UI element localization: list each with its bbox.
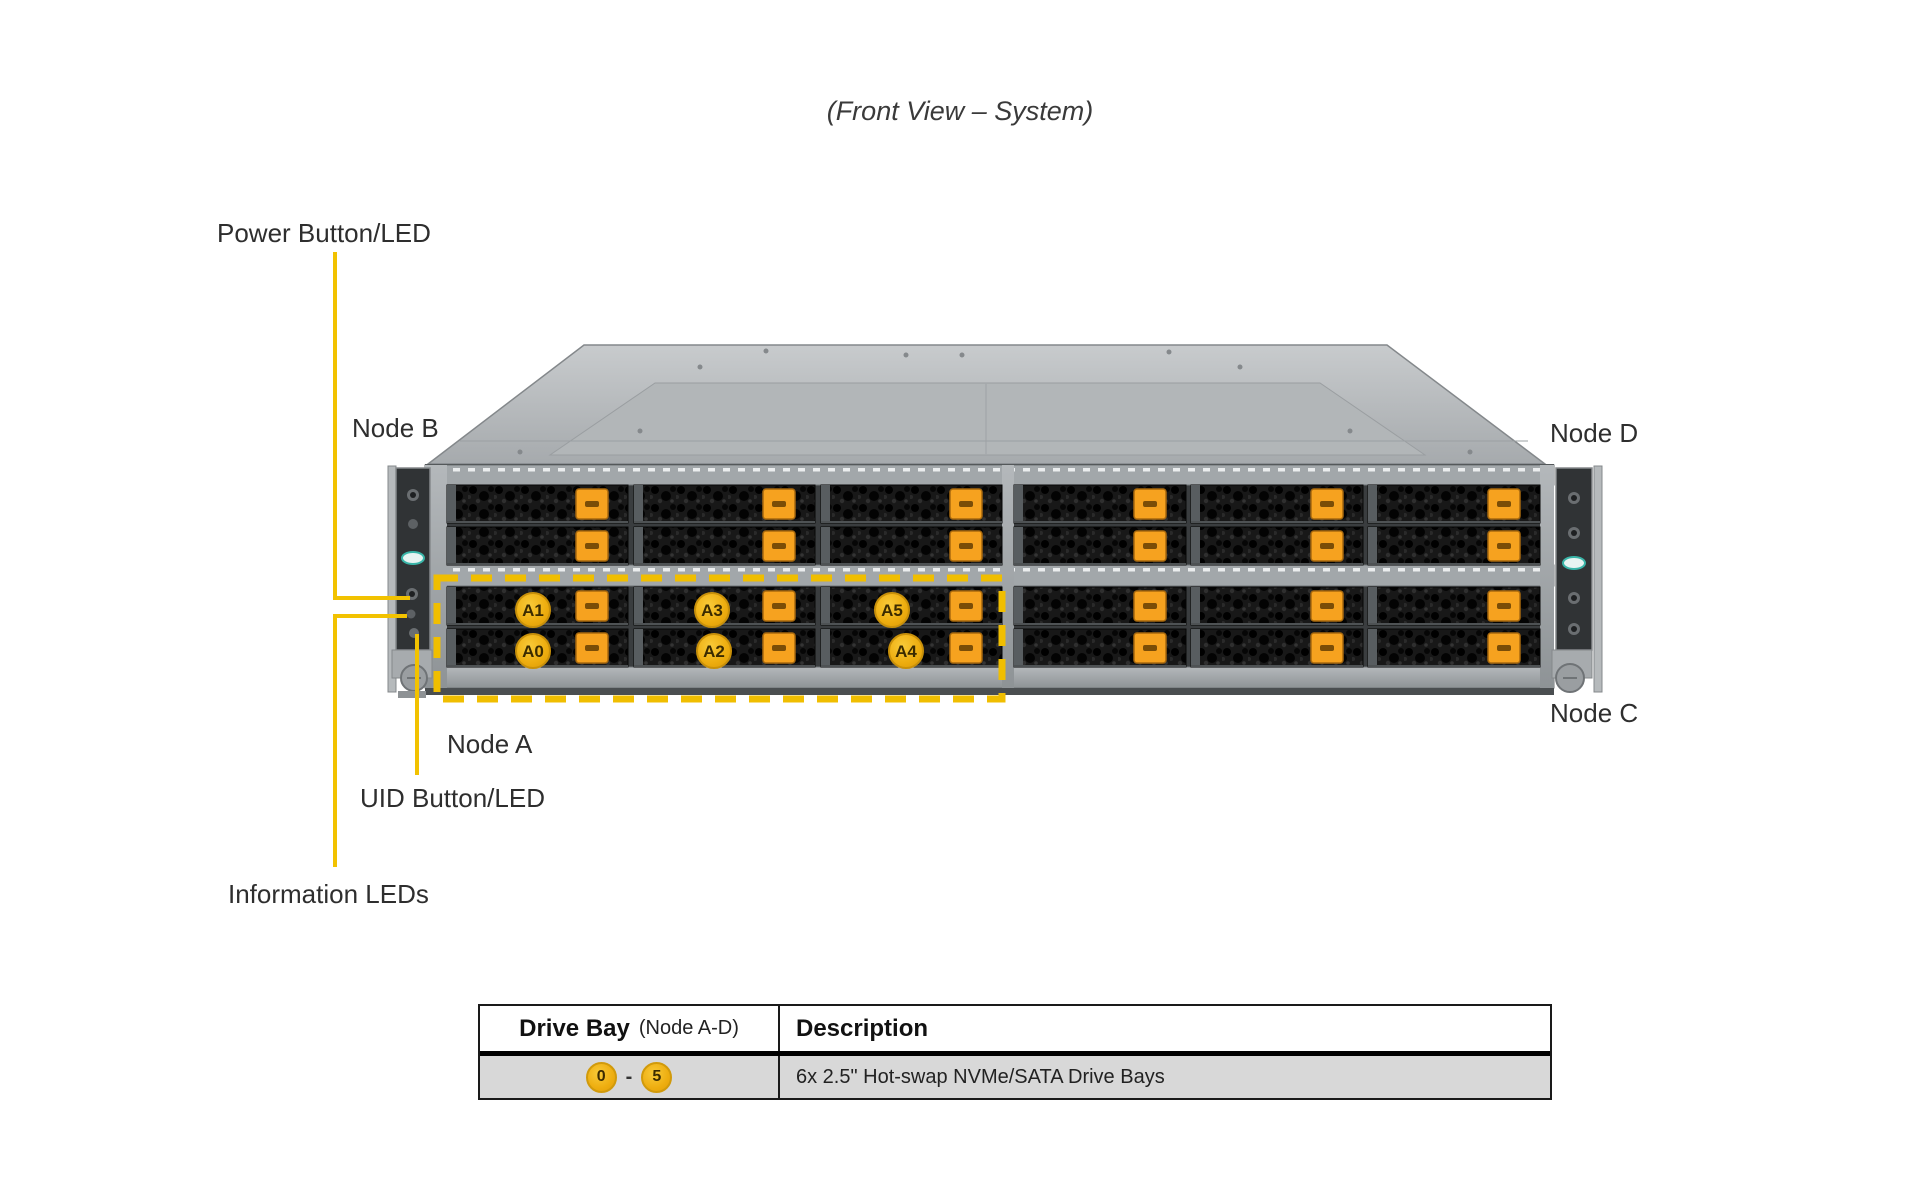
lid-screws [517, 348, 1473, 455]
drive-tray [820, 526, 1003, 566]
drive-tray [1013, 484, 1187, 524]
drive-bay-badge-a5: A5 [874, 592, 910, 628]
svg-text:A1: A1 [522, 601, 544, 620]
drive-bay-header-text: Drive Bay [519, 1014, 630, 1042]
table-cell-bay-range: 0 - 5 [480, 1056, 780, 1098]
label-node-a: Node A [447, 729, 533, 759]
range-dash: - [625, 1065, 633, 1088]
bottom-rim [424, 666, 1555, 689]
drive-tray [633, 484, 816, 524]
drive-tray [820, 484, 1003, 524]
drive-bay-badge-a1: A1 [515, 592, 551, 628]
drive-tray [1367, 586, 1541, 626]
node-b-uid-button [408, 519, 418, 529]
label-node-d: Node D [1550, 418, 1639, 448]
chassis-lid [425, 344, 1548, 465]
drive-tray [446, 484, 629, 524]
callout-line-info-leds [333, 614, 407, 867]
label-uid-button-led: UID Button/LED [360, 783, 545, 813]
callout-line-power [333, 252, 410, 600]
svg-text:A4: A4 [895, 642, 917, 661]
bay-number-badge-5: 5 [641, 1061, 673, 1093]
drive-tray [1190, 484, 1364, 524]
drive-bay-badge-a0: A0 [515, 633, 551, 669]
center-divider [1002, 465, 1014, 688]
drive-tray [1367, 484, 1541, 524]
callout-lines [333, 252, 419, 867]
drive-bay-header-note: (Node A-D) [638, 1017, 739, 1039]
figure-title: (Front View – System) [826, 96, 1094, 126]
brand-logo-badge [401, 551, 425, 565]
vent-rail-top [424, 464, 1555, 486]
svg-text:A5: A5 [881, 601, 903, 620]
table-header-description: Description [780, 1006, 1550, 1051]
table-data-row: 0 - 5 6x 2.5" Hot-swap NVMe/SATA Drive B… [480, 1056, 1550, 1098]
left-ear-control-panel [387, 465, 433, 698]
drive-bay-table: Drive Bay (Node A-D) Description 0 - 5 6… [478, 1004, 1552, 1100]
drive-tray [1367, 526, 1541, 566]
drive-tray [446, 526, 629, 566]
drive-tray [1190, 586, 1364, 626]
bay-number-badge-0: 0 [585, 1061, 617, 1093]
table-header-row: Drive Bay (Node A-D) Description [480, 1006, 1550, 1056]
information-leds [406, 609, 416, 619]
drive-tray [1190, 628, 1364, 668]
drive-tray [1190, 526, 1364, 566]
svg-text:A3: A3 [701, 601, 723, 620]
drive-tray [1013, 586, 1187, 626]
label-node-c: Node C [1550, 698, 1639, 728]
table-cell-description: 6x 2.5" Hot-swap NVMe/SATA Drive Bays [780, 1056, 1550, 1098]
drive-tray [1367, 628, 1541, 668]
drive-bay-grid [446, 484, 1541, 668]
right-ear-control-panel [1551, 465, 1603, 693]
svg-text:A0: A0 [522, 642, 544, 661]
drive-tray [1013, 628, 1187, 668]
svg-text:A2: A2 [703, 642, 725, 661]
bay-description-text: 6x 2.5" Hot-swap NVMe/SATA Drive Bays [796, 1065, 1165, 1088]
drive-tray [820, 586, 1003, 626]
table-header-drive-bay: Drive Bay (Node A-D) [480, 1006, 780, 1051]
drive-bay-badges: A1 A3 A5 A0 A2 A4 [515, 592, 924, 669]
drive-tray [633, 526, 816, 566]
brand-logo-badge [1562, 556, 1586, 570]
drive-bay-badge-a2: A2 [696, 633, 732, 669]
node-a-highlight-box [433, 574, 1006, 703]
drive-tray [1013, 526, 1187, 566]
label-information-leds: Information LEDs [228, 879, 429, 909]
description-header-text: Description [796, 1014, 929, 1042]
label-node-b: Node B [352, 413, 439, 443]
drive-bay-badge-a3: A3 [694, 592, 730, 628]
drive-bay-badge-a4: A4 [888, 633, 924, 669]
label-power-button-led: Power Button/LED [217, 218, 431, 248]
